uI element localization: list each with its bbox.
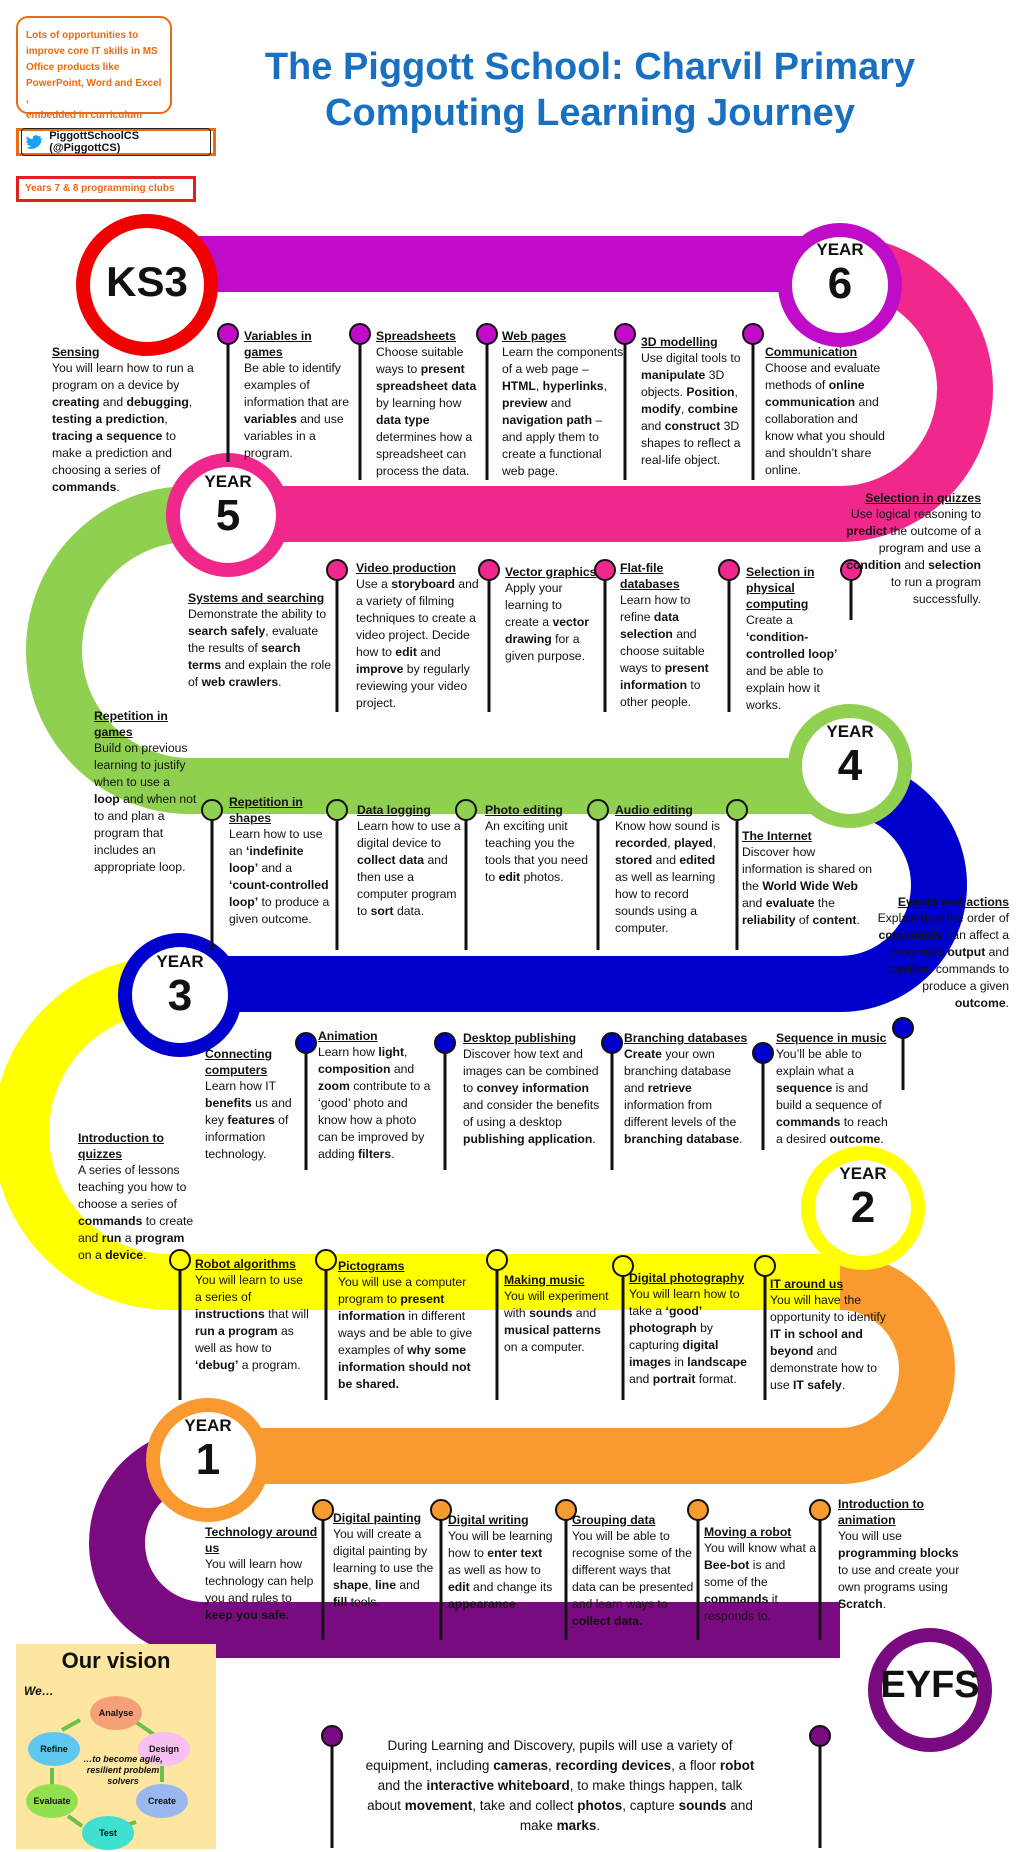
year6-circle bbox=[778, 223, 902, 347]
ks3-circle bbox=[76, 214, 218, 356]
vision-step-analyse: Analyse bbox=[90, 1696, 142, 1730]
page-title: The Piggott School: Charvil Primary Comp… bbox=[264, 46, 916, 134]
eyfs-label: EYFS bbox=[880, 1664, 980, 1706]
vision-tagline: …to become agile, resilient problem solv… bbox=[83, 1754, 163, 1786]
vision-step-create: Create bbox=[136, 1784, 188, 1818]
vision-step-evaluate: Evaluate bbox=[26, 1784, 78, 1818]
programming-clubs-note: Years 7 & 8 programming clubs bbox=[16, 176, 196, 202]
year2-pins bbox=[178, 1262, 767, 1400]
vision-step-design: Design bbox=[138, 1732, 190, 1766]
year1-curve bbox=[839, 1254, 955, 1484]
twitter-handle: PiggottSchoolCS (@PiggottCS) bbox=[49, 130, 140, 154]
year3-pins bbox=[304, 1030, 905, 1170]
twitter-link[interactable]: PiggottSchoolCS (@PiggottCS) bbox=[16, 128, 216, 156]
year2-curve bbox=[0, 956, 171, 1310]
twitter-bird-icon bbox=[26, 135, 43, 149]
year4-pins bbox=[210, 812, 739, 950]
year4-curve bbox=[26, 486, 191, 814]
year1-circle bbox=[146, 1398, 270, 1522]
eyfs-pins bbox=[330, 1738, 822, 1848]
vision-title: Our vision bbox=[61, 1648, 171, 1673]
vision-step-test: Test bbox=[82, 1816, 134, 1850]
year4-circle bbox=[788, 704, 912, 828]
year1-pins bbox=[321, 1512, 822, 1640]
year3-circle bbox=[118, 933, 242, 1057]
eyfs-circle bbox=[868, 1628, 992, 1752]
vision-step-refine: Refine bbox=[28, 1732, 80, 1766]
our-vision-panel: Our vision We… Analyse Design Create Tes… bbox=[16, 1644, 216, 1850]
vision-we: We… bbox=[24, 1684, 54, 1698]
year2-circle bbox=[801, 1146, 925, 1270]
ks3-label: KS3 bbox=[106, 258, 188, 305]
year6-pins bbox=[226, 336, 755, 480]
eyfs-description: During Learning and Discovery, pupils wi… bbox=[365, 1738, 755, 1833]
